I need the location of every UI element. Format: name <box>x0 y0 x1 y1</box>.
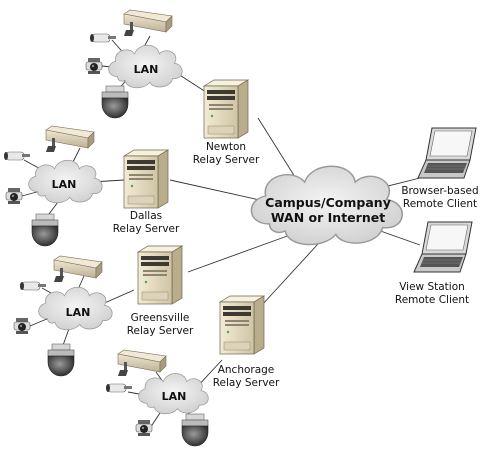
ptz-camera-icon <box>135 419 153 437</box>
lan-label: LAN <box>52 178 77 191</box>
server-icon <box>123 149 169 209</box>
server-role: Relay Server <box>193 154 260 166</box>
bullet-camera-icon <box>3 151 31 161</box>
dome-camera-icon <box>31 213 59 247</box>
client-name: View Station <box>399 281 465 293</box>
box-camera-icon <box>123 9 173 37</box>
relay-server-newton: Newton Relay Server <box>193 79 260 166</box>
lan-group-2: LAN <box>3 125 103 247</box>
box-camera-icon <box>117 349 167 377</box>
dome-camera-icon <box>47 343 75 377</box>
link-anchorage-wan <box>261 243 319 306</box>
lan-label: LAN <box>162 390 187 403</box>
lan-group-4: LAN <box>105 349 209 447</box>
server-role: Relay Server <box>113 223 180 235</box>
ptz-camera-icon <box>13 317 31 335</box>
server-name: Newton <box>206 141 246 153</box>
relay-server-dallas: Dallas Relay Server <box>113 149 180 235</box>
server-name: Anchorage <box>218 364 275 376</box>
server-name: Dallas <box>130 210 162 222</box>
server-name: Greensville <box>131 312 190 324</box>
wan-label-line1: Campus/Company <box>265 195 391 210</box>
lan-group-1: LAN <box>85 9 183 119</box>
server-role: Relay Server <box>213 377 280 389</box>
wan-cloud: Campus/Company WAN or Internet <box>250 165 404 246</box>
box-camera-icon <box>53 255 103 283</box>
lan-label: LAN <box>134 63 159 76</box>
box-camera-icon <box>45 125 95 153</box>
lan-group-3: LAN <box>13 255 113 377</box>
dome-camera-icon <box>101 85 129 119</box>
bullet-camera-icon <box>105 383 133 393</box>
server-role: Relay Server <box>127 325 194 337</box>
server-icon <box>219 295 265 355</box>
relay-server-anchorage: Anchorage Relay Server <box>213 295 280 389</box>
client-name: Browser-based <box>401 185 478 197</box>
ptz-camera-icon <box>5 187 23 205</box>
dome-camera-icon <box>181 413 209 447</box>
laptop-icon <box>417 127 477 179</box>
client-role: Remote Client <box>395 294 469 306</box>
relay-server-greensville: Greensville Relay Server <box>127 245 194 337</box>
server-icon <box>137 245 183 305</box>
laptop-icon <box>413 221 473 273</box>
link-newton-wan <box>257 117 301 186</box>
bullet-camera-icon <box>89 33 117 43</box>
server-icon <box>203 79 249 139</box>
client-role: Remote Client <box>403 198 477 210</box>
remote-client-viewstation: View Station Remote Client <box>395 221 473 306</box>
lan-label: LAN <box>66 306 91 319</box>
link-greensville-wan <box>187 234 291 273</box>
wan-label-line2: WAN or Internet <box>271 210 385 225</box>
bullet-camera-icon <box>19 281 47 291</box>
remote-client-browser: Browser-based Remote Client <box>401 127 479 210</box>
ptz-camera-icon <box>85 57 103 75</box>
